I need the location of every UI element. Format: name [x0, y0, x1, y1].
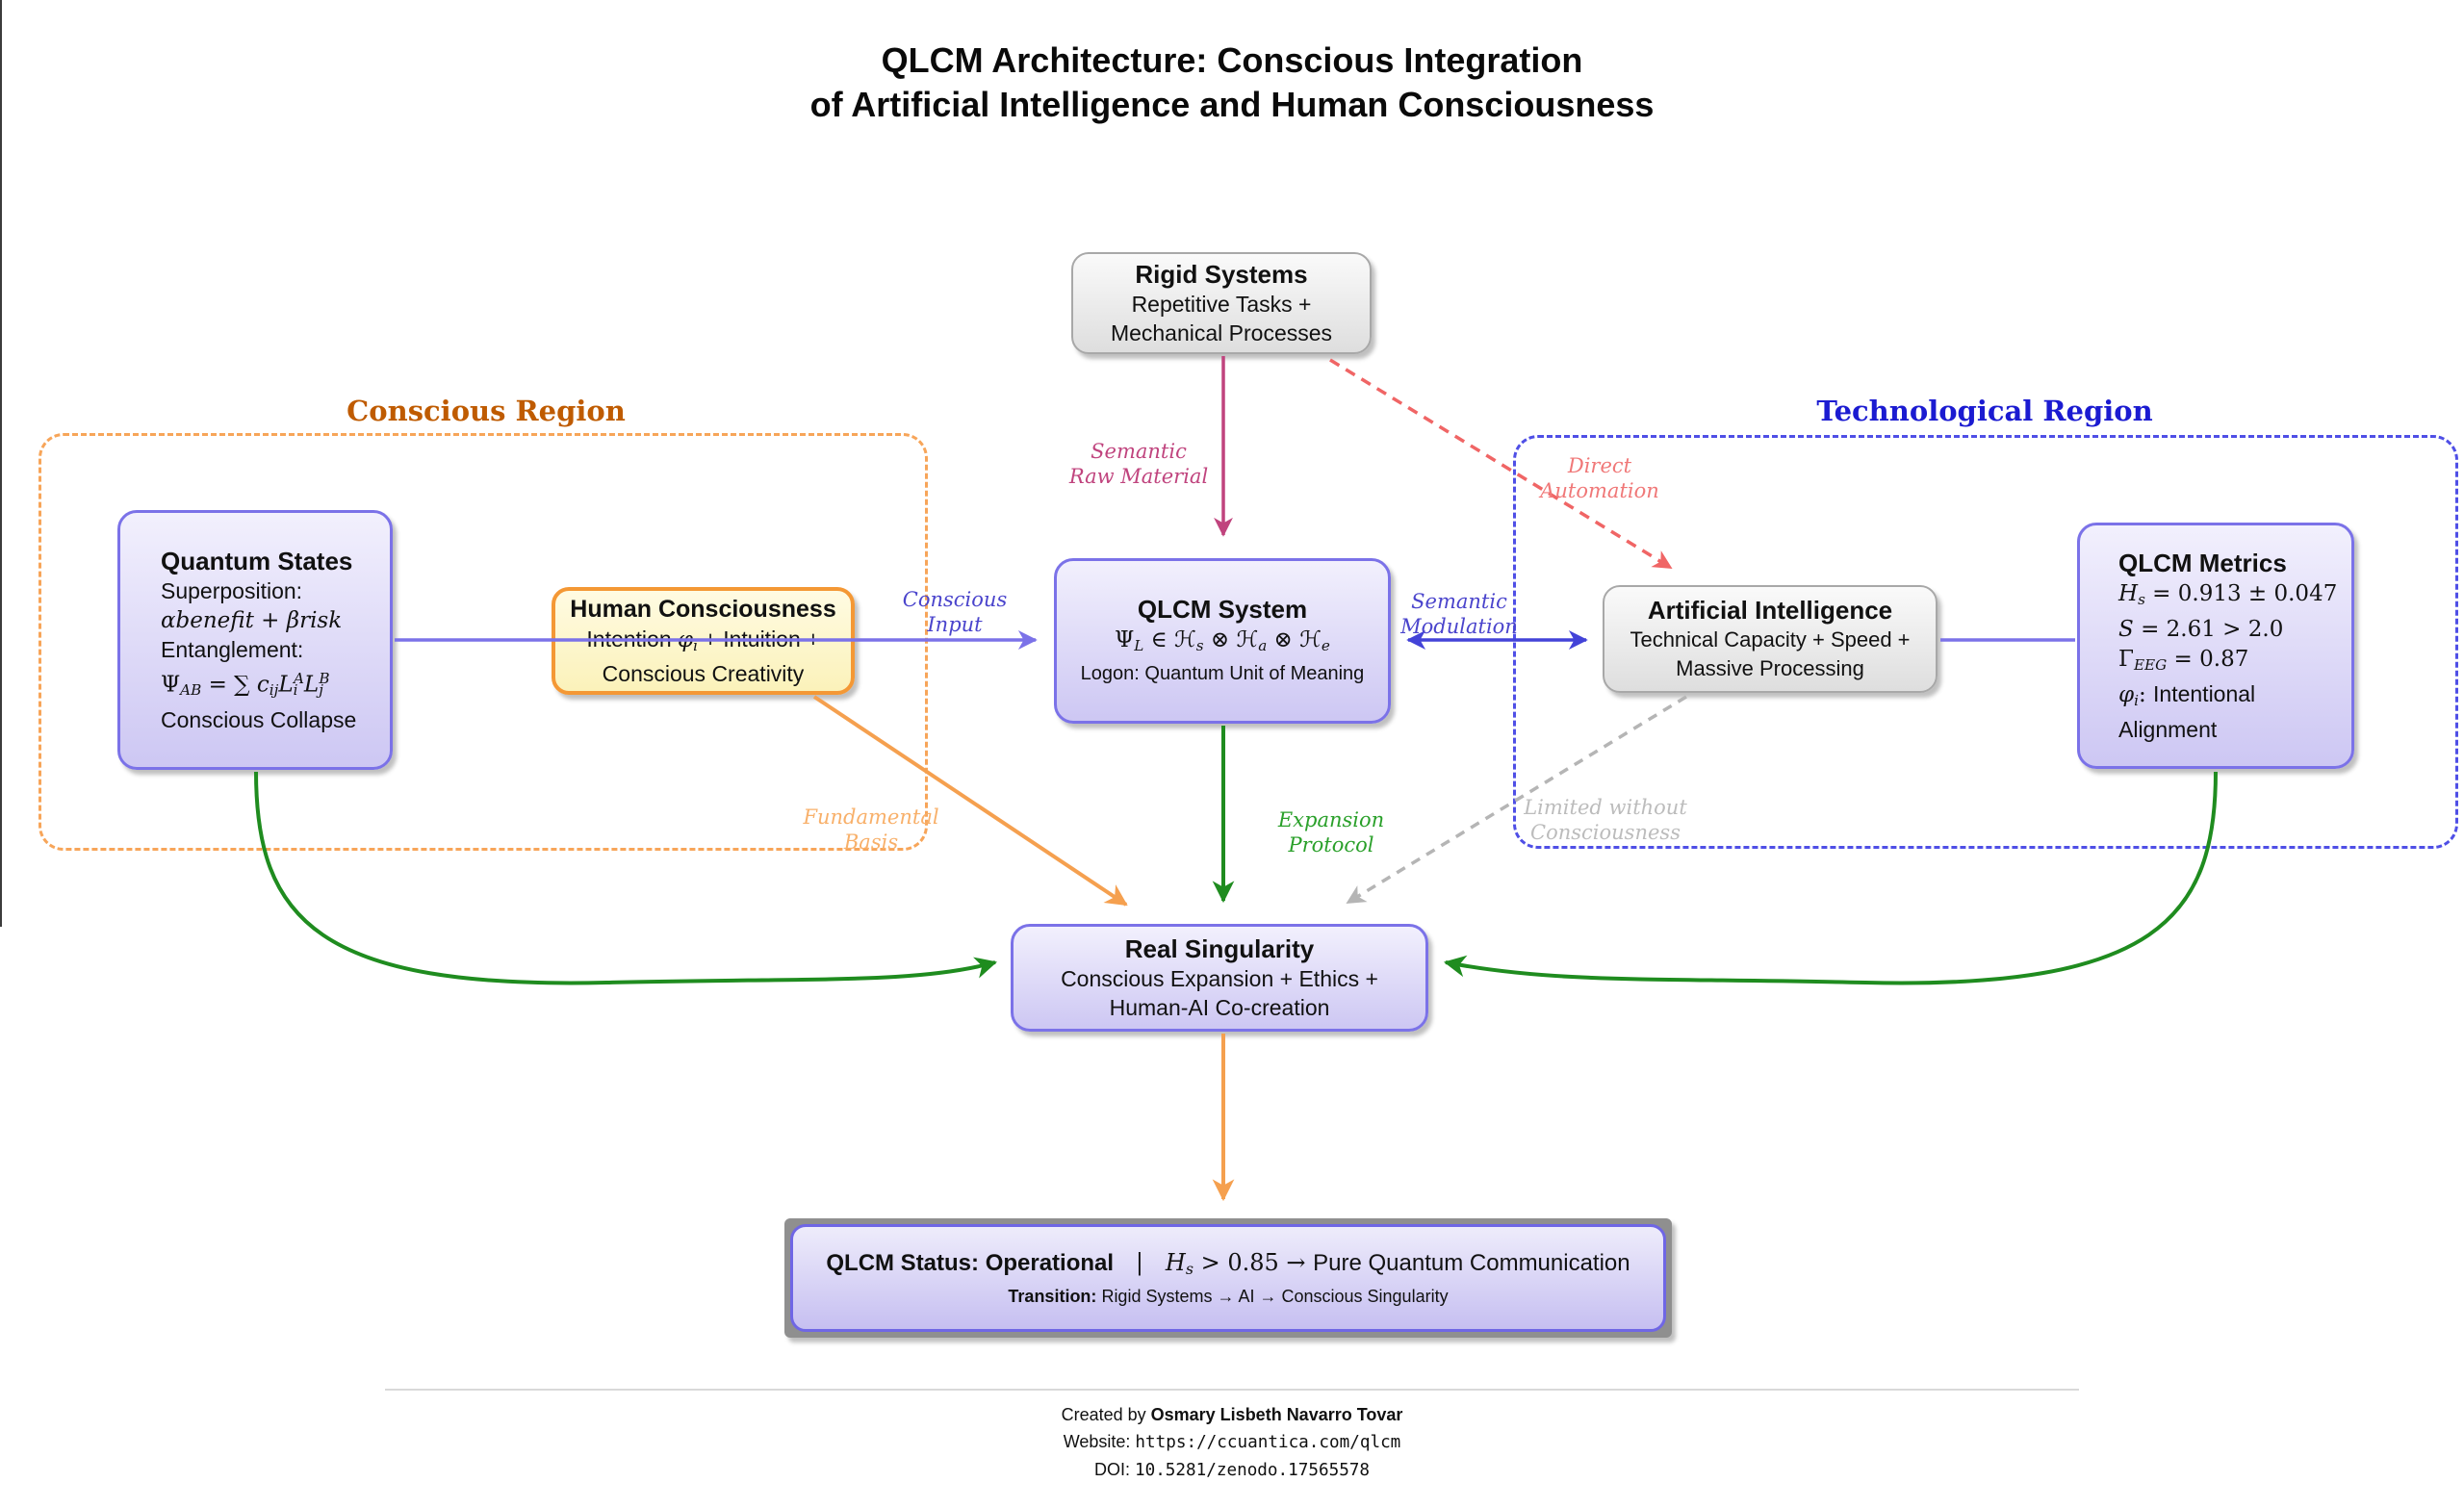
status-bar-frame: QLCM Status: Operational | Hs > 0.85 → P… — [784, 1218, 1672, 1338]
edge-label-line: Consciousness — [1530, 821, 1681, 844]
edge-label-line: Expansion — [1277, 808, 1385, 831]
qlcm-system-line-2: Logon: Quantum Unit of Meaning — [1080, 663, 1365, 685]
artificial-intelligence-line-1: Technical Capacity + Speed + — [1630, 627, 1911, 652]
quantum-states-line-2: αbenefit + βrisk — [161, 608, 343, 634]
edge-label-line: Direct — [1567, 454, 1632, 477]
title-line-2: of Artificial Intelligence and Human Con… — [809, 85, 1655, 124]
qlcm-system-line-1: ΨL ∈ ℋs ⊗ ℋa ⊗ ℋe — [1115, 626, 1330, 654]
footer-website-url: https://ccuantica.com/qlcm — [1135, 1433, 1401, 1452]
node-human-consciousness: Human Consciousness Intention φi + Intui… — [552, 587, 855, 695]
node-real-singularity: Real Singularity Conscious Expansion + E… — [1011, 924, 1428, 1032]
qlcm-system-title: QLCM System — [1137, 594, 1308, 624]
edge-label-line: Protocol — [1288, 833, 1374, 856]
edge-label-line: Automation — [1540, 479, 1659, 502]
rigid-systems-title: Rigid Systems — [1135, 260, 1308, 289]
human-consciousness-title: Human Consciousness — [570, 595, 836, 623]
footer: Created by Osmary Lisbeth Navarro Tovar … — [0, 1401, 2464, 1484]
qlcm-metrics-title: QLCM Metrics — [2118, 549, 2287, 578]
quantum-states-line-1: Superposition: — [161, 578, 303, 604]
edge-label-line: Fundamental — [803, 805, 939, 829]
edge-label-line: Semantic — [1411, 590, 1507, 613]
quantum-states-line-5: Conscious Collapse — [161, 706, 357, 732]
technological-region-label: Technological Region — [1816, 395, 2153, 427]
edge-label-semantic-modulation: Semantic Modulation — [1400, 589, 1518, 639]
status-line-2: Transition: Rigid Systems → AI → Conscio… — [1008, 1287, 1449, 1307]
footer-credit: Created by Osmary Lisbeth Navarro Tovar — [0, 1401, 2464, 1428]
real-singularity-line-1: Conscious Expansion + Ethics + — [1061, 966, 1378, 991]
footer-doi-value: 10.5281/zenodo.17565578 — [1134, 1461, 1371, 1480]
artificial-intelligence-line-2: Massive Processing — [1676, 656, 1864, 680]
quantum-states-line-3: Entanglement: — [161, 637, 304, 663]
edge-label-fundamental-basis: Fundamental Basis — [803, 805, 938, 855]
footer-credit-name: Osmary Lisbeth Navarro Tovar — [1150, 1405, 1403, 1424]
node-quantum-states: Quantum States Superposition: αbenefit +… — [117, 510, 393, 770]
quantum-states-title: Quantum States — [161, 547, 353, 576]
qlcm-metrics-line-3: ΓEEG = 0.87 — [2118, 647, 2249, 674]
title-line-1: QLCM Architecture: Conscious Integration — [881, 40, 1583, 80]
footer-credit-prefix: Created by — [1061, 1405, 1151, 1424]
qlcm-metrics-line-1: Hs = 0.913 ± 0.047 — [2118, 581, 2338, 609]
footer-doi: DOI: 10.5281/zenodo.17565578 — [0, 1456, 2464, 1484]
status-bar: QLCM Status: Operational | Hs > 0.85 → P… — [790, 1224, 1666, 1332]
qlcm-metrics-line-4: φi: Intentional — [2118, 680, 2256, 709]
human-consciousness-line-1: Intention φi + Intuition + — [586, 626, 820, 654]
edge-label-line: Input — [927, 613, 983, 636]
node-qlcm-system: QLCM System ΨL ∈ ℋs ⊗ ℋa ⊗ ℋe Logon: Qua… — [1054, 558, 1391, 724]
edge-label-conscious-input: Conscious Input — [903, 587, 1007, 637]
status-line-1: QLCM Status: Operational | Hs > 0.85 → P… — [826, 1248, 1630, 1278]
edge-label-line: Limited without — [1524, 796, 1687, 819]
edge-label-line: Raw Material — [1068, 465, 1209, 488]
footer-divider — [385, 1389, 2079, 1391]
footer-doi-prefix: DOI: — [1093, 1460, 1135, 1479]
edge-label-line: Modulation — [1400, 615, 1518, 638]
node-qlcm-metrics: QLCM Metrics Hs = 0.913 ± 0.047 S = 2.61… — [2077, 523, 2354, 769]
edge-label-semantic-raw-material: Semantic Raw Material — [1069, 439, 1208, 489]
conscious-region-label: Conscious Region — [346, 395, 626, 427]
real-singularity-title: Real Singularity — [1124, 934, 1315, 963]
node-artificial-intelligence: Artificial Intelligence Technical Capaci… — [1603, 585, 1938, 693]
qlcm-metrics-line-2: S = 2.61 > 2.0 — [2118, 617, 2284, 643]
qlcm-metrics-line-5: Alignment — [2118, 716, 2218, 742]
edge-label-line: Conscious — [902, 588, 1008, 611]
page-edge-line — [0, 0, 2, 927]
edge-label-direct-automation: Direct Automation — [1540, 453, 1659, 503]
artificial-intelligence-title: Artificial Intelligence — [1647, 596, 1893, 625]
real-singularity-line-2: Human-AI Co-creation — [1109, 995, 1330, 1020]
rigid-systems-line-2: Mechanical Processes — [1110, 320, 1333, 345]
quantum-states-line-4: ΨAB = ∑ cijLiALjB — [161, 670, 330, 700]
footer-website: Website: https://ccuantica.com/qlcm — [0, 1428, 2464, 1456]
edge-label-expansion-protocol: Expansion Protocol — [1278, 807, 1384, 857]
footer-website-prefix: Website: — [1063, 1432, 1136, 1451]
edge-label-limited-without-consciousness: Limited without Consciousness — [1524, 795, 1687, 845]
diagram-title: QLCM Architecture: Conscious Integration… — [0, 38, 2464, 127]
node-rigid-systems: Rigid Systems Repetitive Tasks + Mechani… — [1071, 252, 1372, 354]
edge-label-line: Semantic — [1091, 440, 1187, 463]
human-consciousness-line-2: Conscious Creativity — [602, 661, 805, 687]
rigid-systems-line-1: Repetitive Tasks + — [1131, 292, 1312, 317]
edge-label-line: Basis — [843, 831, 899, 854]
